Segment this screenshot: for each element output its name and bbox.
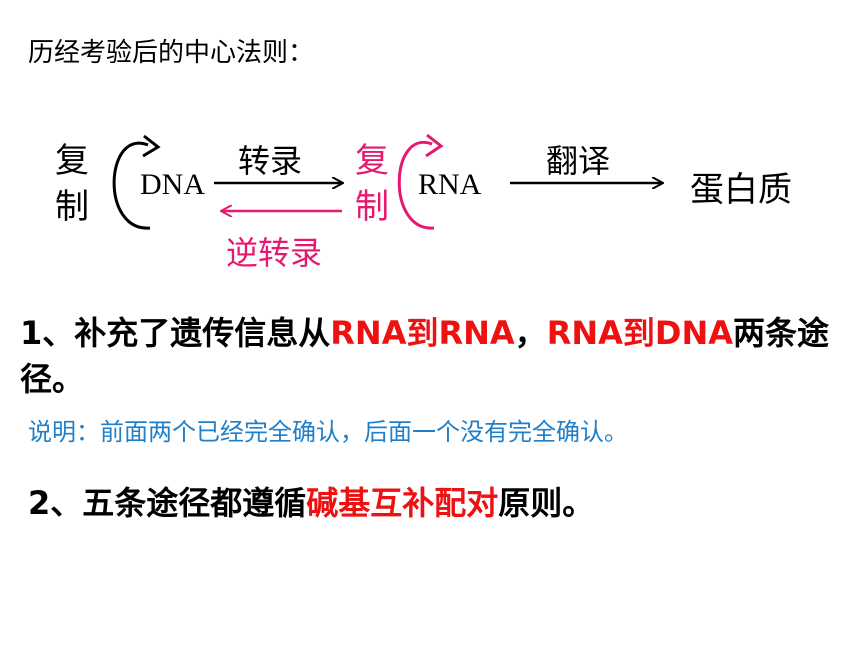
point-1-highlight-rna-rna: RNA到RNA	[330, 314, 515, 352]
rna-replication-loop-tip	[425, 133, 444, 158]
dna-node: DNA	[140, 168, 205, 201]
rna-replication-label: 复制	[355, 141, 389, 227]
central-dogma-diagram	[112, 133, 860, 230]
point-2-prefix: 2、五条途径都遵循	[28, 484, 307, 522]
point-1-separator: ，	[514, 314, 547, 352]
point-1: 1、补充了遗传信息从RNA到RNA，RNA到DNA两条途径。	[20, 310, 830, 402]
transcription-label: 转录	[238, 142, 303, 180]
page-title: 历经考验后的中心法则：	[28, 38, 315, 68]
rna-replication-loop	[397, 140, 435, 230]
translation-label: 翻译	[546, 142, 611, 180]
dna-replication-label: 复制	[55, 141, 89, 227]
point-2: 2、五条途径都遵循碱基互补配对原则。	[28, 478, 594, 524]
rna-node: RNA	[418, 168, 482, 201]
explanation-note: 说明：前面两个已经完全确认，后面一个没有完全确认。	[28, 418, 628, 446]
point-2-highlight: 碱基互补配对	[306, 484, 499, 522]
reverse-transcription-label: 逆转录	[226, 234, 323, 272]
point-1-highlight-rna-dna: RNA到DNA	[546, 314, 733, 352]
dna-replication-loop	[112, 141, 151, 230]
point-2-suffix: 原则。	[498, 484, 595, 522]
point-1-suffix: 两条途径。	[20, 314, 830, 398]
point-1-prefix: 1、补充了遗传信息从	[20, 314, 331, 352]
protein-node: 蛋白质	[690, 170, 792, 210]
dna-replication-loop-tip	[142, 134, 161, 158]
